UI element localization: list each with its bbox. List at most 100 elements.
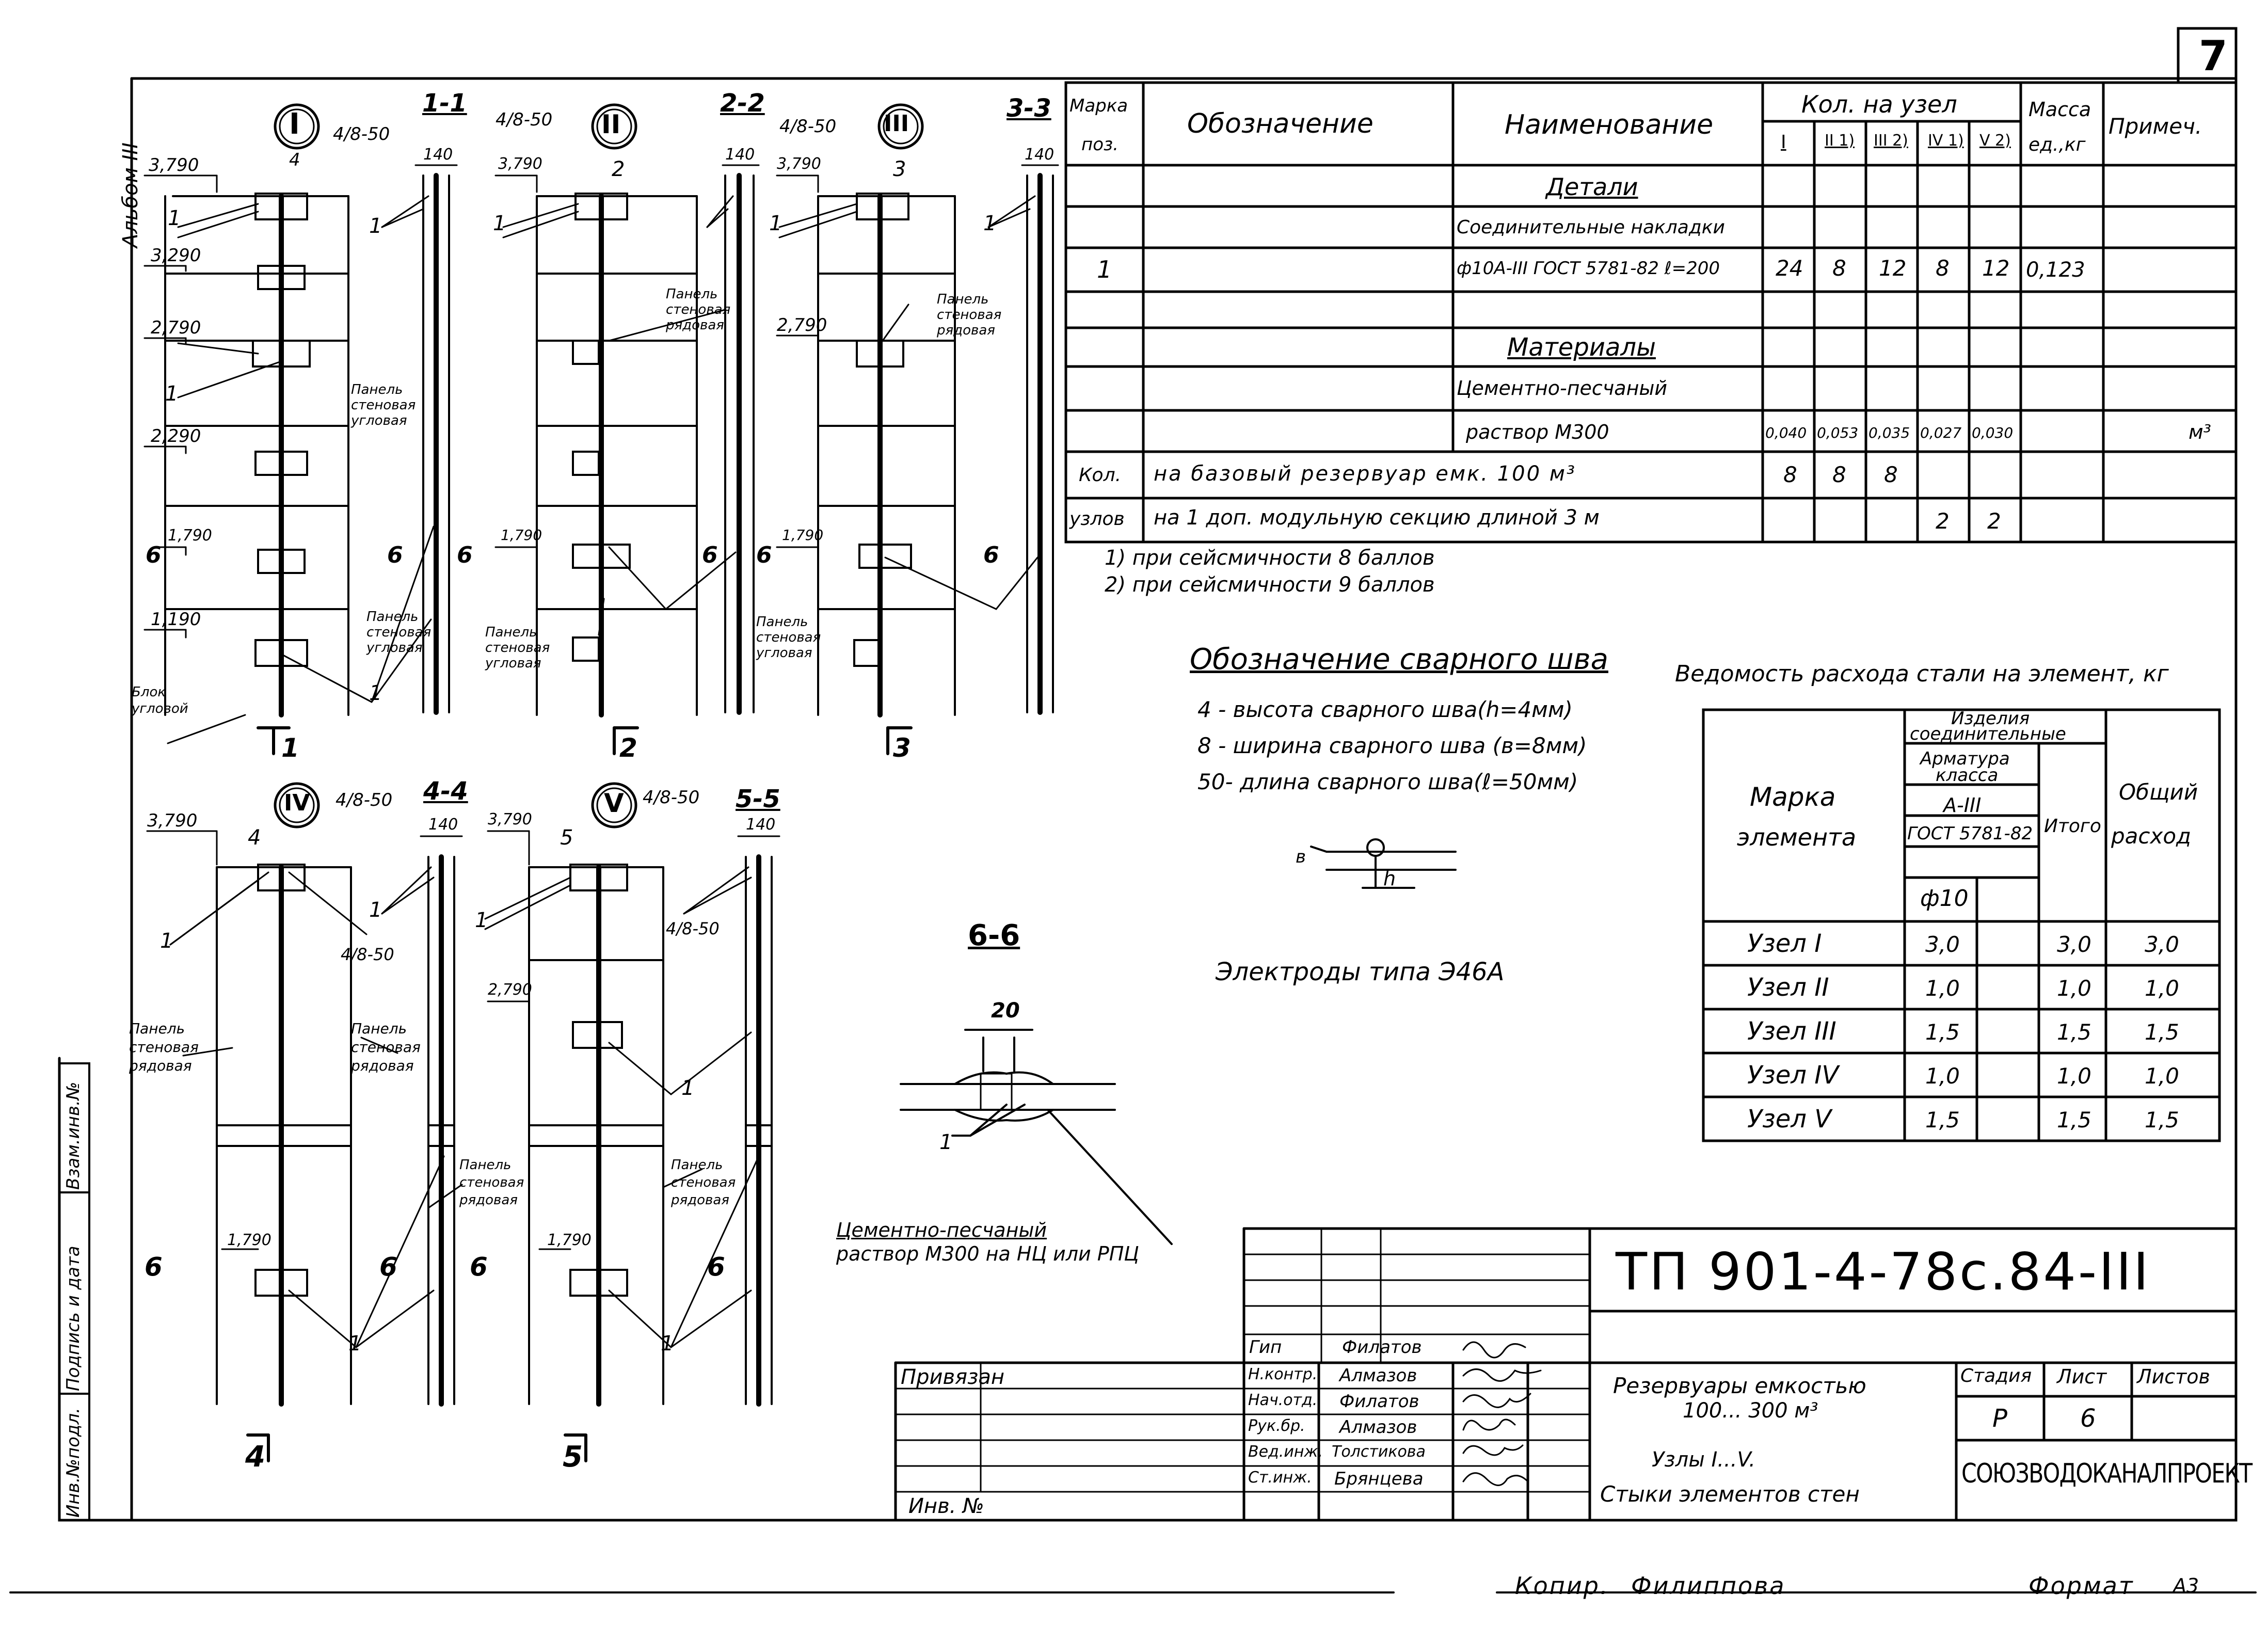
- section-title-6-6: 6-6: [968, 919, 1020, 952]
- callout-1-d: 1: [369, 214, 382, 238]
- weld-mark-2: 4/8-50: [496, 109, 553, 130]
- spec-base-qty-1: 8: [1783, 462, 1797, 487]
- elev-1790-ii: 1,790: [501, 527, 542, 544]
- weld-legend-item-3: 50- длина сварного шва(ℓ=50мм): [1197, 769, 1578, 794]
- node-title-1: I: [289, 107, 300, 141]
- callout-1-a: 1: [168, 206, 181, 230]
- steel-row-2-v: 1,0: [1925, 976, 1960, 1001]
- node-title-4: IV: [284, 790, 310, 816]
- sheet-number: 7: [2199, 32, 2228, 80]
- name-2: Алмазов: [1339, 1365, 1417, 1386]
- title-block-rows: [895, 1228, 1591, 1493]
- panel-word: Панель: [351, 1020, 407, 1037]
- callout-1-n: 1: [939, 1130, 953, 1154]
- dim-140-c: 140: [1025, 146, 1055, 164]
- cut-6-g: 6: [145, 1252, 163, 1282]
- elev-1790-i: 1,790: [168, 527, 212, 545]
- elev-2790-i: 2,790: [151, 317, 201, 338]
- elev-2790-iii: 2,790: [777, 315, 827, 336]
- panel-type-word: рядовая: [937, 323, 995, 338]
- panel-type-word: рядовая: [129, 1057, 192, 1074]
- section-title-5-5: 5-5: [736, 785, 780, 814]
- elev-2290-i: 2,290: [151, 426, 201, 447]
- steel-row-1-total: 3,0: [2145, 932, 2179, 957]
- steel-h-gost: ГОСТ 5781-82: [1907, 823, 2033, 844]
- spec-mat-qty-2: 0,053: [1817, 424, 1859, 441]
- spec-base-text: на базовый резервуар емк. 100 м³: [1154, 462, 1576, 486]
- spec-mat-qty-3: 0,035: [1868, 424, 1910, 441]
- format-value: А3: [2173, 1574, 2199, 1597]
- panel-wall-word: стеновая: [485, 640, 550, 656]
- spec-mat-qty-1: 0,040: [1765, 424, 1807, 441]
- panel-row-label-7: Панель стеновая рядовая: [129, 1019, 199, 1075]
- callout-1-c: 1: [369, 681, 382, 705]
- steel-row-4-v: 1,0: [1925, 1063, 1960, 1089]
- spec-row1-qty-3: 12: [1879, 256, 1907, 281]
- callout-1-h: 1: [160, 929, 173, 953]
- dim-140-d: 140: [428, 816, 458, 834]
- cut-6-d: 6: [702, 542, 718, 568]
- elev-3790-ii: 3,790: [498, 155, 542, 173]
- album-label: Альбом III: [119, 142, 142, 248]
- spec-base-qty-3: 8: [1884, 462, 1898, 487]
- panel-wall-word: стеновая: [351, 1039, 421, 1056]
- panel-word: Панель: [666, 286, 718, 302]
- dim-140-a: 140: [423, 146, 453, 164]
- panel-wall-word: стеновая: [366, 625, 432, 640]
- organization-name: СОЮЗВОДОКАНАЛПРОЕКТ: [1961, 1458, 2253, 1489]
- steel-row-5-itogo: 1,5: [2057, 1107, 2091, 1133]
- spec-kol-label: Кол.: [1079, 465, 1122, 486]
- weld-legend-item-2: 8 - ширина сварного шва (в=8мм): [1197, 733, 1587, 758]
- spec-h-marka: Марка: [1069, 95, 1128, 116]
- name-6: Брянцева: [1334, 1469, 1424, 1489]
- panel-corner-label-4: Панель стеновая угловая: [366, 609, 431, 656]
- panel-type-word: угловая: [756, 645, 812, 661]
- weld-mark-6: 4/8-50: [341, 945, 394, 964]
- steel-h-itogo: Итого: [2044, 816, 2101, 837]
- dim-20: 20: [991, 999, 1020, 1023]
- spec-mat-qty-5: 0,030: [1972, 424, 2014, 441]
- panel-corner-label-5: Панель стеновая угловая: [485, 625, 550, 671]
- steel-row-3-itogo: 1,5: [2057, 1019, 2091, 1045]
- dim-2: 2: [612, 157, 625, 181]
- node-title-3: III: [884, 110, 909, 137]
- dim-3: 3: [893, 157, 906, 181]
- spec-h-kol: Кол. на узел: [1801, 90, 1957, 118]
- cut-6-c: 6: [457, 542, 473, 568]
- panel-row-label-9: Панель стеновая рядовая: [459, 1156, 524, 1209]
- panel-corner-label-6: Панель стеновая угловая: [756, 614, 821, 661]
- spec-row1-pos: 1: [1097, 256, 1112, 283]
- steel-row-5-total: 1,5: [2145, 1107, 2179, 1133]
- steel-h-izdelia: Изделия: [1951, 708, 2030, 729]
- sheet-title-1: Узлы I...V.: [1652, 1448, 1755, 1472]
- format-label: Формат: [2029, 1572, 2134, 1600]
- callout-1-f: 1: [769, 212, 782, 235]
- panel-wall-word: стеновая: [459, 1175, 524, 1190]
- steel-h-element: элемента: [1737, 823, 1857, 851]
- elev-2790-v: 2,790: [488, 981, 532, 999]
- listov-header: Листов: [2137, 1365, 2210, 1388]
- footnote-2: 2) при сейсмичности 9 баллов: [1105, 573, 1435, 597]
- cut-5: 5: [563, 1440, 583, 1474]
- panel-type-word: угловая: [351, 413, 407, 428]
- steel-row-1-v: 3,0: [1925, 932, 1960, 957]
- spec-section-materials: Материалы: [1507, 333, 1656, 362]
- steel-row-2-itogo: 1,0: [2057, 976, 2091, 1001]
- panel-type-word: рядовая: [666, 317, 724, 333]
- callout-1-i: 1: [369, 898, 382, 922]
- panel-row-label-3: Панель стеновая рядовая: [937, 292, 1001, 338]
- role-3: Нач.отд.: [1248, 1391, 1318, 1409]
- elev-1790-iii: 1,790: [782, 527, 824, 544]
- panel-type-word: рядовая: [351, 1057, 414, 1074]
- steel-row-3-v: 1,5: [1925, 1019, 1960, 1045]
- cut-6-b: 6: [387, 542, 403, 568]
- spec-mat-unit: м³: [2189, 421, 2211, 443]
- node-title-2: II: [601, 109, 621, 139]
- node-drawings-top: [164, 173, 1054, 718]
- vzam-inv-label: Взам.инв.№: [63, 1081, 84, 1190]
- panel-corner-label-1: Панель стеновая угловая: [351, 382, 416, 428]
- steel-row-1-itogo: 3,0: [2057, 932, 2091, 957]
- panel-type-word: рядовая: [671, 1192, 729, 1208]
- inv-no-label: Инв. №: [908, 1494, 984, 1518]
- spec-col-3: III 2): [1874, 132, 1908, 150]
